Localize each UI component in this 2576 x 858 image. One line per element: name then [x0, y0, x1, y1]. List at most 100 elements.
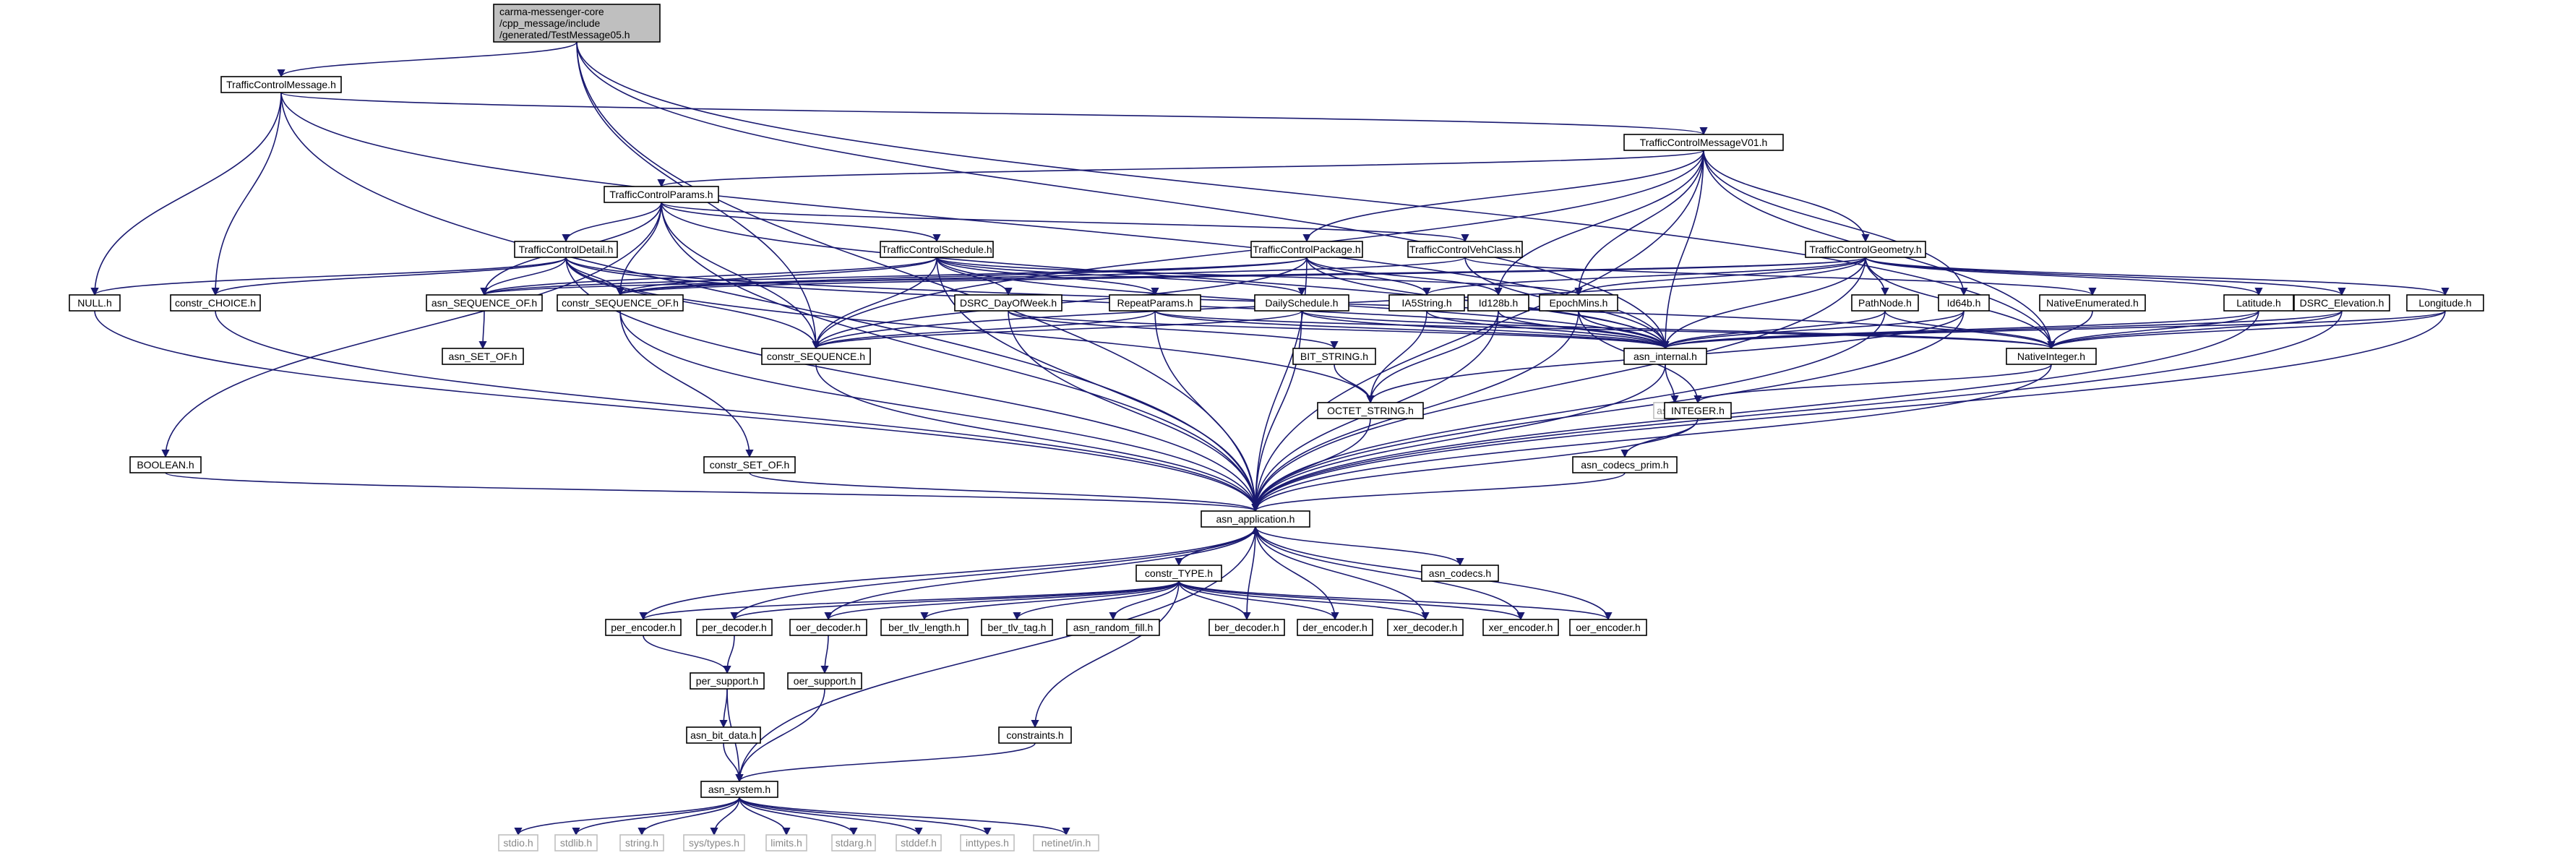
node-longitude[interactable]: Longitude.h — [2406, 294, 2484, 312]
edge-line — [1661, 310, 1886, 350]
node-asn-set-of[interactable]: asn_SET_OF.h — [442, 348, 524, 365]
edge-id64-to-asn-application — [1251, 310, 1965, 512]
node-constr-choice[interactable]: constr_CHOICE.h — [170, 294, 261, 312]
node-asn-codecs-prim[interactable]: asn_codecs_prim.h — [1572, 456, 1678, 473]
node-ia5[interactable]: IA5String.h — [1388, 294, 1465, 312]
node-stdarg[interactable]: stdarg.h — [831, 834, 876, 851]
edge-line — [480, 257, 937, 296]
edge-constr-type-to-asn-random-fill — [1109, 580, 1180, 621]
node-constr-type[interactable]: constr_TYPE.h — [1135, 565, 1222, 582]
node-latitude[interactable]: Latitude.h — [2223, 294, 2294, 312]
node-dsrc-dow[interactable]: DSRC_DayOfWeek.h — [954, 294, 1062, 312]
edge-null-to-asn-application — [94, 310, 1260, 512]
edge-line — [739, 797, 791, 836]
node-box — [1109, 294, 1201, 312]
node-epoch[interactable]: EpochMins.h — [1539, 294, 1618, 312]
node-tcpackage[interactable]: TrafficControlPackage.h — [1250, 241, 1363, 258]
node-nat-int[interactable]: NativeInteger.h — [2006, 348, 2097, 365]
node-systypes[interactable]: sys/types.h — [683, 834, 745, 851]
node-tcmv01[interactable]: TrafficControlMessageV01.h — [1623, 134, 1784, 151]
node-box — [1201, 510, 1310, 528]
edge-tcdetail-to-octet-string — [565, 257, 1375, 404]
node-oer-decoder[interactable]: oer_decoder.h — [789, 619, 867, 636]
node-tcdetail[interactable]: TrafficControlDetail.h — [514, 241, 618, 258]
node-label: TrafficControlMessageV01.h — [1640, 137, 1768, 148]
edge-constr-type-to-oer-decoder — [824, 580, 1180, 621]
node-root[interactable]: carma-messenger-core/cpp_message/include… — [493, 4, 661, 43]
node-constr-seq-of[interactable]: constr_SEQUENCE_OF.h — [557, 294, 684, 312]
edge-line — [1008, 310, 1339, 350]
node-per-support[interactable]: per_support.h — [690, 672, 765, 690]
node-per-decoder[interactable]: per_decoder.h — [696, 619, 773, 636]
node-id64[interactable]: Id64b.h — [1938, 294, 1990, 312]
node-tcgeometry[interactable]: TrafficControlGeometry.h — [1805, 241, 1926, 258]
node-inttypes[interactable]: inttypes.h — [960, 834, 1015, 851]
node-pathnode[interactable]: PathNode.h — [1851, 294, 1919, 312]
node-constr-seq[interactable]: constr_SEQUENCE.h — [761, 348, 871, 365]
edge-line — [1494, 150, 1704, 296]
node-tcschedule[interactable]: TrafficControlSchedule.h — [880, 241, 994, 258]
edge-constr-set-of-to-asn-application — [749, 472, 1260, 512]
node-dsrc-elev[interactable]: DSRC_Elevation.h — [2293, 294, 2390, 312]
node-constr-set-of[interactable]: constr_SET_OF.h — [703, 456, 796, 473]
node-bit-string[interactable]: BIT_STRING.h — [1292, 348, 1376, 365]
node-tcvehclass[interactable]: TrafficControlVehClass.h — [1407, 241, 1523, 258]
edge-line — [1464, 257, 2097, 296]
node-octet-string[interactable]: OCTET_STRING.h — [1317, 402, 1424, 419]
node-tcm[interactable]: TrafficControlMessage.h — [220, 76, 342, 93]
node-xer-decoder[interactable]: xer_decoder.h — [1387, 619, 1464, 636]
node-label: TrafficControlGeometry.h — [1809, 244, 1921, 255]
node-per-encoder[interactable]: per_encoder.h — [605, 619, 682, 636]
node-box — [1938, 294, 1990, 312]
node-stdio[interactable]: stdio.h — [498, 834, 538, 851]
node-asn-seq-of[interactable]: asn_SEQUENCE_OF.h — [426, 294, 543, 312]
node-id128[interactable]: Id128b.h — [1467, 294, 1529, 312]
node-netinet[interactable]: netinet/in.h — [1033, 834, 1099, 851]
edge-line — [1301, 310, 2056, 350]
node-asn-codecs[interactable]: asn_codecs.h — [1421, 565, 1499, 582]
node-asn-application[interactable]: asn_application.h — [1201, 510, 1310, 528]
edge-line — [920, 580, 1180, 621]
edge-line — [1661, 310, 2446, 350]
node-der-encoder[interactable]: der_encoder.h — [1297, 619, 1373, 636]
node-tcparams[interactable]: TrafficControlParams.h — [604, 186, 719, 203]
node-label: NativeEnumerated.h — [2046, 297, 2139, 309]
node-boolean[interactable]: BOOLEAN.h — [129, 456, 202, 473]
node-box — [1033, 834, 1099, 851]
node-box — [170, 294, 261, 312]
edge-tcparams-to-tcschedule — [661, 202, 941, 243]
node-asn-random-fill[interactable]: asn_random_fill.h — [1066, 619, 1160, 636]
node-asn-bit-data[interactable]: asn_bit_data.h — [686, 726, 761, 744]
node-box — [1297, 619, 1373, 636]
edge-tcparams-to-boolean — [161, 202, 662, 458]
node-stddef[interactable]: stddef.h — [896, 834, 942, 851]
edge-line — [576, 41, 2056, 350]
node-asn-internal[interactable]: asn_internal.h — [1623, 348, 1707, 365]
node-ber-decoder[interactable]: ber_decoder.h — [1208, 619, 1285, 636]
node-repeat[interactable]: RepeatParams.h — [1109, 294, 1201, 312]
node-box — [69, 294, 121, 312]
node-box — [1482, 619, 1559, 636]
node-label: constraints.h — [1006, 729, 1063, 741]
edge-tcmv01-to-tcgeometry — [1703, 150, 1870, 243]
node-ber-tlv-length[interactable]: ber_tlv_length.h — [880, 619, 969, 636]
node-oer-support[interactable]: oer_support.h — [787, 672, 862, 690]
node-label: xer_encoder.h — [1489, 622, 1553, 633]
node-limits[interactable]: limits.h — [765, 834, 807, 851]
node-nat-enum[interactable]: NativeEnumerated.h — [2039, 294, 2146, 312]
node-string[interactable]: string.h — [619, 834, 664, 851]
edge-line — [1251, 418, 1699, 512]
node-daily[interactable]: DailySchedule.h — [1254, 294, 1349, 312]
node-oer-encoder[interactable]: oer_encoder.h — [1569, 619, 1647, 636]
node-null[interactable]: NULL.h — [69, 294, 121, 312]
node-integer[interactable]: INTEGER.h — [1664, 402, 1732, 419]
edge-line — [1251, 364, 1666, 512]
node-ber-tlv-tag[interactable]: ber_tlv_tag.h — [981, 619, 1053, 636]
node-box — [1421, 565, 1499, 582]
node-constraints[interactable]: constraints.h — [998, 726, 1072, 744]
node-asn-system[interactable]: asn_system.h — [700, 781, 778, 798]
node-stdlib[interactable]: stdlib.h — [554, 834, 598, 851]
edge-tcmv01-to-tcparams — [657, 150, 1704, 188]
node-box — [1317, 402, 1424, 419]
node-xer-encoder[interactable]: xer_encoder.h — [1482, 619, 1559, 636]
